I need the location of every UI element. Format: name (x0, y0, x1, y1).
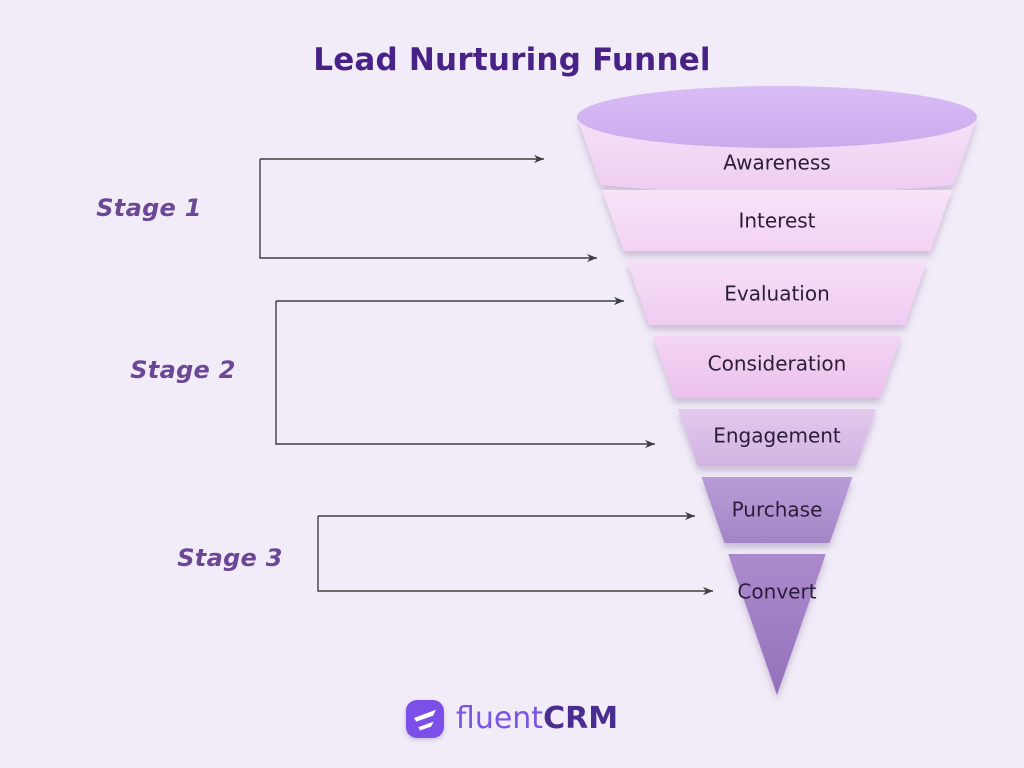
funnel-segment-label: Evaluation (724, 282, 830, 306)
stage-2-label: Stage 2 (130, 356, 236, 384)
funnel-level-engagement: Engagement (678, 409, 876, 466)
funnel-top-ellipse (577, 86, 977, 148)
funnel-segment-label: Engagement (713, 424, 841, 448)
funnel-level-convert: Convert (728, 554, 826, 695)
funnel-level-consideration: Consideration (652, 336, 902, 398)
funnel-level-awareness: Awareness (577, 86, 977, 194)
funnel-segment-shape (728, 554, 826, 695)
funnel-segment-label: Awareness (723, 151, 830, 175)
funnel-segment-label: Purchase (732, 498, 823, 522)
funnel-segment-shape (652, 336, 902, 398)
funnel-segment-label: Consideration (708, 352, 847, 376)
fluentcrm-icon (405, 700, 444, 738)
stage-1-bracket (259, 154, 597, 263)
stage-3-label: Stage 3 (177, 544, 283, 572)
funnel-segment-shape (627, 262, 927, 325)
funnel-segment-label: Convert (737, 580, 816, 604)
stage-1-label: Stage 1 (96, 194, 202, 222)
fluentcrm-logo: fluentCRM (405, 700, 618, 738)
bracket-arrow-bottom (275, 301, 655, 449)
funnel-level-purchase: Purchase (701, 477, 853, 543)
logo-text-fluent: fluent (455, 701, 544, 736)
fluentcrm-wordmark: fluentCRM (456, 700, 618, 738)
funnel-segment-shape (577, 117, 977, 194)
funnel-level-interest: Interest (602, 190, 952, 251)
bracket-arrow-bottom (259, 159, 597, 263)
stage-3-bracket (317, 511, 713, 596)
stage-2-bracket (275, 296, 655, 449)
bracket-arrow-bottom (317, 516, 713, 596)
page-title: Lead Nurturing Funnel (313, 42, 711, 78)
funnel-segment-shape (701, 477, 853, 543)
logo-text-crm: CRM (543, 701, 619, 736)
funnel-segment-label: Interest (738, 209, 815, 233)
funnel-segment-shape (602, 190, 952, 251)
funnel-segment-shape (678, 409, 876, 466)
funnel-level-evaluation: Evaluation (627, 262, 927, 325)
